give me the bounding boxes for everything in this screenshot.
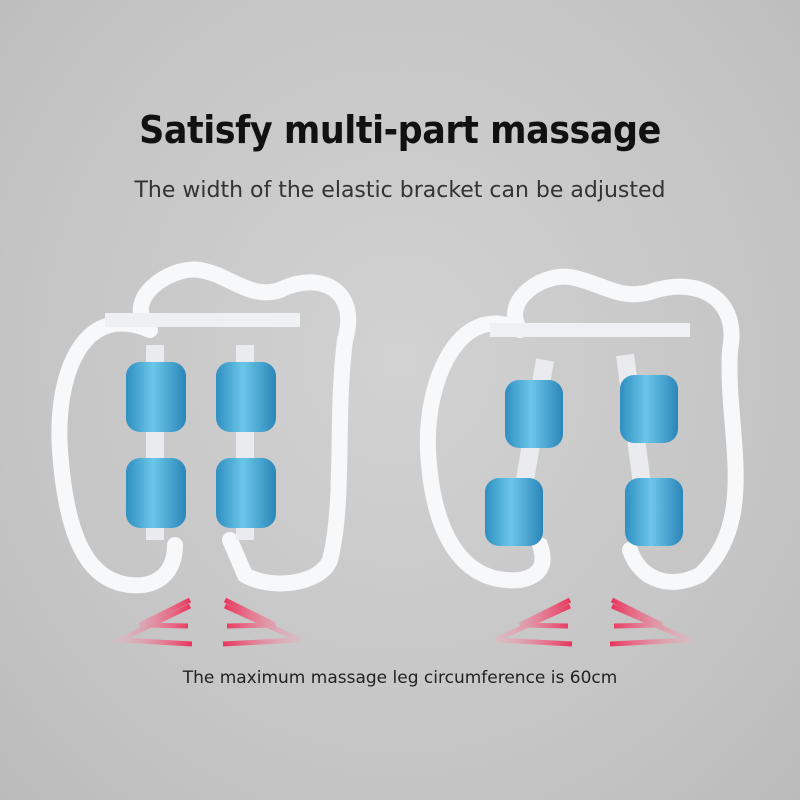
roller [620, 375, 678, 443]
subheadline: The width of the elastic bracket can be … [134, 178, 666, 203]
roller [216, 458, 276, 528]
footnote: The maximum massage leg circumference is… [182, 668, 618, 688]
headline: Satisfy multi-part massage [139, 108, 661, 152]
roller [505, 380, 563, 448]
arrow-right-icon [222, 597, 302, 647]
massager-wide [51, 261, 357, 594]
roller [485, 478, 543, 546]
arrow-left-icon [493, 597, 573, 647]
arrow-right-icon [609, 597, 691, 647]
arrow-left-icon [110, 597, 193, 647]
roller [126, 362, 186, 432]
roller [126, 458, 186, 528]
roller [216, 362, 276, 432]
roller [625, 478, 683, 546]
massager-narrow [419, 268, 744, 590]
